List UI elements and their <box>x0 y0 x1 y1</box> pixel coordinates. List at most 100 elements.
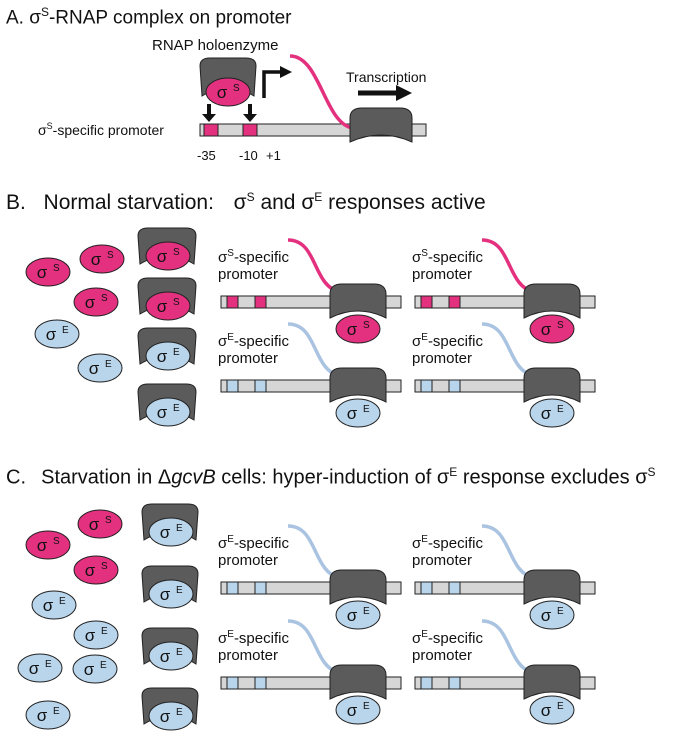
promoter-label: σE-specific <box>218 332 289 350</box>
mrna-transcript <box>481 619 535 675</box>
sigma-symbol: σ <box>541 320 552 339</box>
rnap-bound <box>329 664 387 700</box>
position-minus10: -10 <box>239 148 258 163</box>
sigma-superscript: E <box>173 403 180 414</box>
sigma-superscript: E <box>363 701 370 712</box>
sigma-symbol: σ <box>635 466 648 489</box>
mrna-transcript <box>481 238 535 294</box>
sigma-symbol: σ <box>157 297 168 316</box>
sigma-superscript: E <box>557 701 564 712</box>
sigma-symbol: σ <box>46 325 57 344</box>
rnap-bound <box>349 107 413 143</box>
sigma-symbol: σ <box>541 606 552 625</box>
sigma-superscript: S <box>101 561 108 572</box>
sigma-e-factor <box>77 353 123 383</box>
sigma-superscript: E <box>101 626 108 637</box>
sigma-s-factor <box>529 314 575 344</box>
sigma-e-factor <box>145 397 191 427</box>
sigma-symbol: σ <box>347 320 358 339</box>
sigma-e-factor <box>34 319 80 349</box>
promoter-element <box>420 379 433 393</box>
sigma-symbol: σ <box>84 660 95 679</box>
sigma-symbol: σ <box>37 536 48 555</box>
sigma-superscript: E <box>557 404 564 415</box>
sigma-s-factor <box>205 77 251 107</box>
sigma-superscript: S <box>53 536 60 547</box>
promoter-element <box>226 379 239 393</box>
sigma-superscript: E <box>557 606 564 617</box>
sigma-symbol: σ <box>160 647 171 666</box>
delta-symbol: Δ <box>157 466 172 489</box>
sigma-superscript: E <box>100 660 107 671</box>
minus10-box <box>242 123 258 137</box>
rnap-bound <box>329 367 387 403</box>
sigma-symbol: σ <box>436 466 450 489</box>
sigma-symbol: σ <box>91 250 102 269</box>
sigma-e-factor <box>529 695 575 725</box>
sigma-symbol: σ <box>85 626 96 645</box>
sigma-superscript: E <box>363 404 370 415</box>
panel-c-title-2: cells: hyper-induction of <box>221 466 432 489</box>
promoter-label-line2: promoter <box>412 350 472 367</box>
promoter-label: σE-specific <box>218 534 289 552</box>
sigma-s-sup: S <box>40 5 49 19</box>
sigma-e-factor <box>148 701 194 731</box>
mrna-transcript <box>481 524 535 580</box>
promoter-element <box>420 581 433 595</box>
sigma-e-factor <box>17 653 63 683</box>
arrow-head <box>202 114 216 122</box>
sigma-superscript: S <box>233 83 240 94</box>
sigma-superscript: E <box>363 606 370 617</box>
panel-c-letter: C. <box>6 466 26 489</box>
tss-arrow-head <box>280 66 292 78</box>
promoter-label-line2: promoter <box>412 266 472 283</box>
sigma-symbol: σ <box>160 707 171 726</box>
promoter-label: σS-specific <box>412 248 483 266</box>
sigma-symbol: σ <box>157 347 168 366</box>
promoter-label-line2: promoter <box>412 552 472 569</box>
position-minus35: -35 <box>197 148 216 163</box>
sigma-superscript: S <box>557 320 564 331</box>
promoter-label-line2: promoter <box>218 350 278 367</box>
sigma-e-factor <box>335 695 381 725</box>
sigma-symbol: σ <box>347 404 358 423</box>
panel-b-title-1: Normal starvation: <box>43 191 214 214</box>
promoter-label-line2: promoter <box>218 647 278 664</box>
sigma-superscript: S <box>105 515 112 526</box>
mrna-transcript <box>481 322 535 378</box>
sigma-symbol: σ <box>43 596 54 615</box>
promoter-element <box>254 295 267 309</box>
mrna-transcript <box>287 322 341 378</box>
promoter-element <box>448 676 461 690</box>
sigma-s-factor <box>335 314 381 344</box>
rnap-bound <box>523 569 581 605</box>
sigma-e-factor <box>145 341 191 371</box>
promoter-label-line2: promoter <box>218 266 278 283</box>
sigma-symbol: σ <box>347 606 358 625</box>
sigma-s-factor <box>145 291 191 321</box>
sigma-s-factor <box>77 509 123 539</box>
arrow-head <box>243 114 257 122</box>
panel-a-title: -RNAP complex on promoter <box>48 7 292 29</box>
sigma-superscript: S <box>363 320 370 331</box>
sigma-superscript: E <box>105 359 112 370</box>
mrna-transcript <box>287 524 341 580</box>
promoter-label: σS-specific <box>218 248 289 266</box>
promoter-element <box>226 295 239 309</box>
sigma-symbol: σ <box>347 701 358 720</box>
rnap-bound <box>329 569 387 605</box>
rnap-bound <box>523 664 581 700</box>
sigma-symbol: σ <box>37 263 48 282</box>
promoter-element <box>254 676 267 690</box>
sigma-symbol: σ <box>160 523 171 542</box>
sigma-superscript: S <box>173 297 180 308</box>
promoter-element <box>448 295 461 309</box>
promoter-label: σE-specific <box>412 534 483 552</box>
mrna-transcript <box>287 619 341 675</box>
sigma-e-factor <box>529 398 575 428</box>
promoter-element <box>226 581 239 595</box>
sigma-e-factor <box>73 620 119 650</box>
sigma-symbol: σ <box>160 585 171 604</box>
sigma-symbol: σ <box>217 83 228 102</box>
